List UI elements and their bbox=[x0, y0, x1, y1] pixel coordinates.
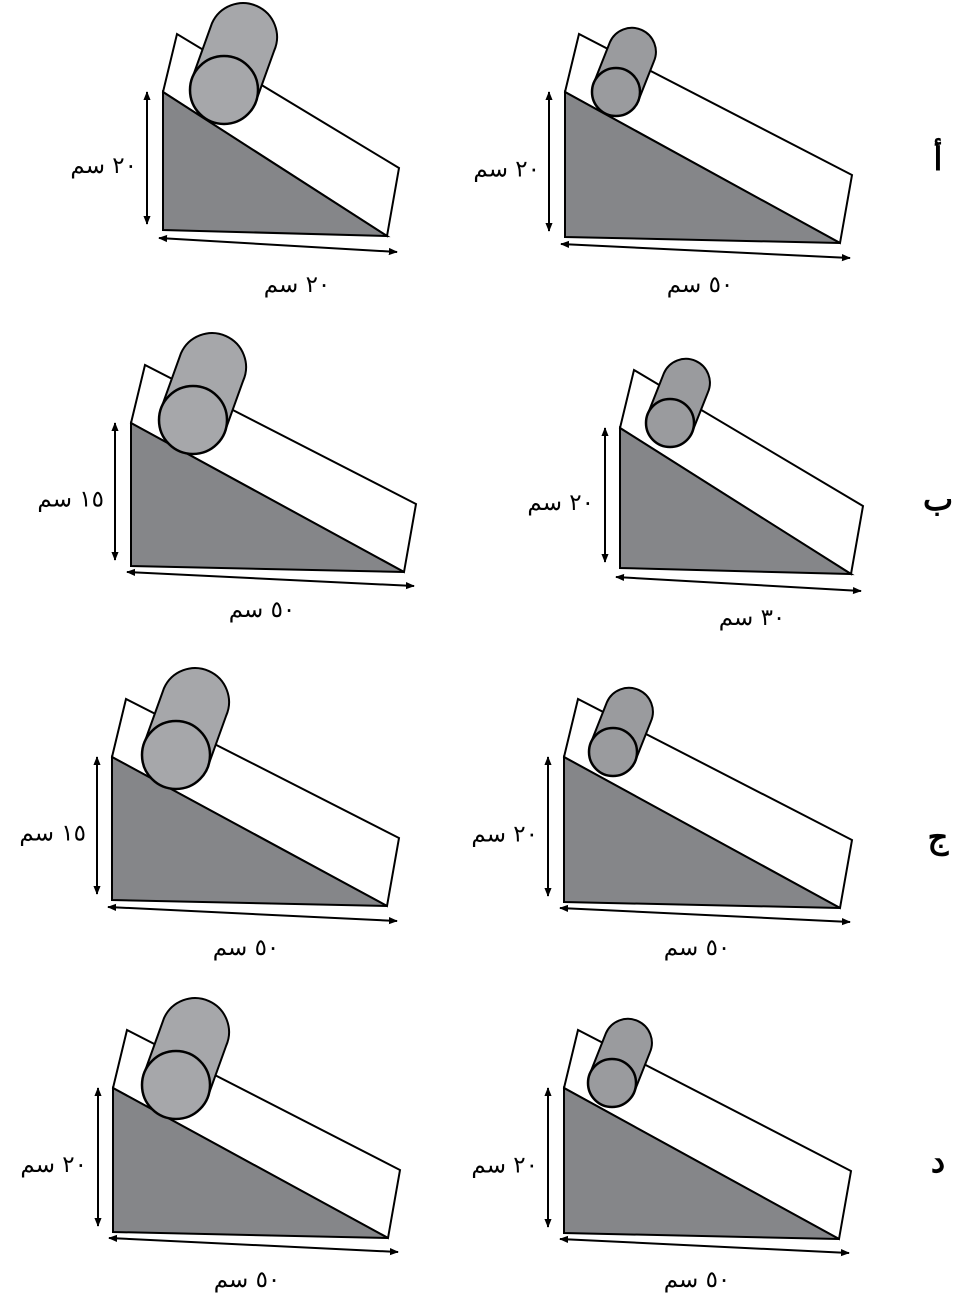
base-arrow bbox=[107, 903, 398, 925]
base-label: ٥٠ سم bbox=[229, 597, 296, 623]
height-label: ٢٠ سم bbox=[473, 157, 540, 183]
cylinder bbox=[140, 667, 231, 791]
option-label: د bbox=[931, 1142, 945, 1180]
option-label: ج bbox=[928, 818, 950, 857]
ramp-row: ج ٢٠ سم ٥٠ سم ١٥ سم ٥٠ سم bbox=[19, 667, 950, 961]
ramp-right: ٢٠ سم ٣٠ سم bbox=[527, 357, 865, 631]
height-label: ٢٠ سم bbox=[471, 1153, 538, 1179]
ramp-rows: أ ٢٠ سم ٥٠ سم ٢٠ سم ٢٠ سم ب ٢٠ سم ٣٠ سم ١٥ سم ٥٠ … bbox=[19, 2, 953, 1293]
ramp-side-face bbox=[162, 90, 391, 238]
cylinder bbox=[644, 357, 711, 449]
ramp-row: د ٢٠ سم ٥٠ سم ٢٠ سم ٥٠ سم bbox=[20, 997, 945, 1293]
base-label: ٥٠ سم bbox=[213, 935, 280, 961]
ramp-right: ٢٠ سم ٥٠ سم bbox=[473, 26, 854, 298]
ramp-side-face bbox=[564, 90, 841, 244]
base-arrow bbox=[615, 573, 862, 595]
ramp-left: ١٥ سم ٥٠ سم bbox=[19, 667, 401, 961]
ramp-side-face bbox=[111, 755, 388, 907]
cylinder bbox=[590, 26, 657, 118]
height-label: ٢٠ سم bbox=[527, 490, 594, 516]
height-label: ١٥ سم bbox=[37, 487, 104, 513]
option-label: أ bbox=[934, 137, 943, 178]
option-label: ب bbox=[923, 480, 953, 518]
cylinder-end bbox=[140, 1049, 212, 1121]
height-label: ٢٠ سم bbox=[471, 822, 538, 848]
cylinder bbox=[188, 2, 279, 126]
cylinder-end bbox=[157, 384, 229, 456]
base-label: ٣٠ سم bbox=[719, 605, 786, 631]
base-arrow bbox=[559, 1235, 850, 1257]
base-arrow bbox=[559, 904, 851, 926]
cylinder-end bbox=[590, 66, 642, 118]
base-arrow bbox=[126, 568, 415, 590]
base-label: ٥٠ سم bbox=[664, 1267, 731, 1293]
ramp-row: ب ٢٠ سم ٣٠ سم ١٥ سم ٥٠ سم bbox=[37, 332, 953, 631]
ramp-side-face bbox=[619, 426, 855, 576]
ramp-right: ٢٠ سم ٥٠ سم bbox=[471, 686, 854, 961]
base-label: ٥٠ سم bbox=[667, 272, 734, 298]
base-label: ٥٠ سم bbox=[664, 935, 731, 961]
cylinder-end bbox=[140, 719, 212, 791]
height-label: ٢٠ سم bbox=[70, 153, 137, 179]
cylinder-end bbox=[587, 726, 639, 778]
ramp-left: ٢٠ سم ٥٠ سم bbox=[20, 997, 402, 1293]
base-arrow bbox=[108, 1234, 399, 1256]
cylinder bbox=[587, 686, 654, 778]
base-label: ٢٠ سم bbox=[264, 272, 331, 298]
cylinder bbox=[140, 997, 231, 1121]
cylinder-end bbox=[188, 54, 260, 126]
cylinder bbox=[157, 332, 248, 456]
cylinder bbox=[586, 1017, 653, 1109]
height-label: ٢٠ سم bbox=[20, 1152, 87, 1178]
cylinder-end bbox=[644, 397, 696, 449]
ramp-right: ٢٠ سم ٥٠ سم bbox=[471, 1017, 853, 1293]
height-label: ١٥ سم bbox=[19, 821, 86, 847]
base-arrow bbox=[158, 234, 398, 256]
base-arrow bbox=[560, 240, 851, 262]
ramp-left: ١٥ سم ٥٠ سم bbox=[37, 332, 418, 623]
ramp-row: أ ٢٠ سم ٥٠ سم ٢٠ سم ٢٠ سم bbox=[70, 2, 943, 298]
ramp-left: ٢٠ سم ٢٠ سم bbox=[70, 2, 401, 298]
cylinder-end bbox=[586, 1057, 638, 1109]
base-label: ٥٠ سم bbox=[214, 1267, 281, 1293]
